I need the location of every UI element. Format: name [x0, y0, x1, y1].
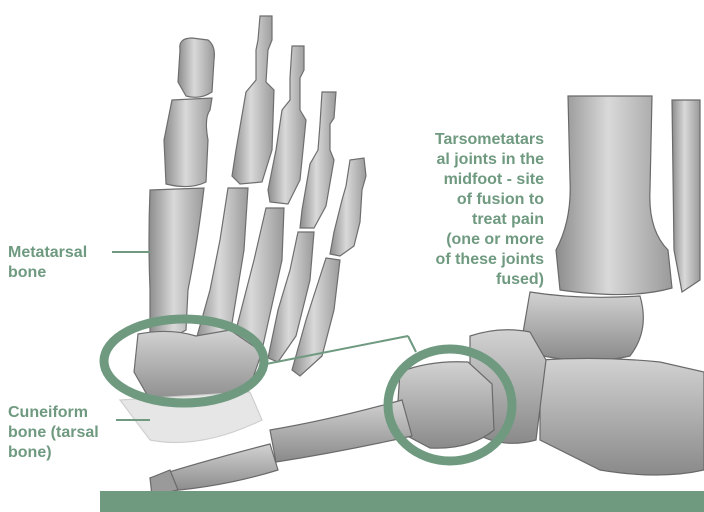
tmt-label-line-2: al joints in the — [372, 150, 544, 170]
tmt-label-line-4: of fusion to — [372, 190, 544, 210]
tmt-label-line-8: fused) — [372, 270, 544, 290]
metatarsal-bone-label: Metatarsal bone — [8, 243, 108, 283]
cuneiform-bone-label: Cuneiform bone (tarsal bone) — [8, 403, 128, 463]
tmt-label-line-7: of these joints — [372, 250, 544, 270]
hallux-proximal-phalanx — [164, 98, 212, 187]
fourth-toe-phalanges — [300, 92, 336, 228]
connector-to-side-circle — [408, 336, 416, 352]
second-toe-phalanges — [232, 16, 274, 184]
hallux-distal-phalanx — [178, 38, 214, 97]
tmt-label-line-3: midfoot - site — [372, 170, 544, 190]
calcaneus-bone — [540, 358, 704, 475]
tmt-label-line-6: (one or more — [372, 230, 544, 250]
fibula-bone — [672, 100, 700, 292]
cuneiform-label-line-3: bone) — [8, 443, 128, 463]
metatarsal-label-line-1: Metatarsal — [8, 243, 108, 263]
tarsometatarsal-joints-label: Tarsometatars al joints in the midfoot -… — [372, 130, 544, 290]
metatarsal-label-line-2: bone — [8, 263, 108, 283]
tibia-bone — [556, 96, 672, 295]
top-view-foot-illustration — [120, 16, 366, 443]
third-toe-phalanges — [268, 46, 306, 204]
fifth-toe-phalanges — [330, 158, 366, 256]
cuneiform-label-line-2: bone (tarsal — [8, 423, 128, 443]
cuneiform-label-line-1: Cuneiform — [8, 403, 128, 423]
footer-color-band — [100, 491, 704, 512]
tmt-label-line-1: Tarsometatars — [372, 130, 544, 150]
tmt-label-line-5: treat pain — [372, 210, 544, 230]
